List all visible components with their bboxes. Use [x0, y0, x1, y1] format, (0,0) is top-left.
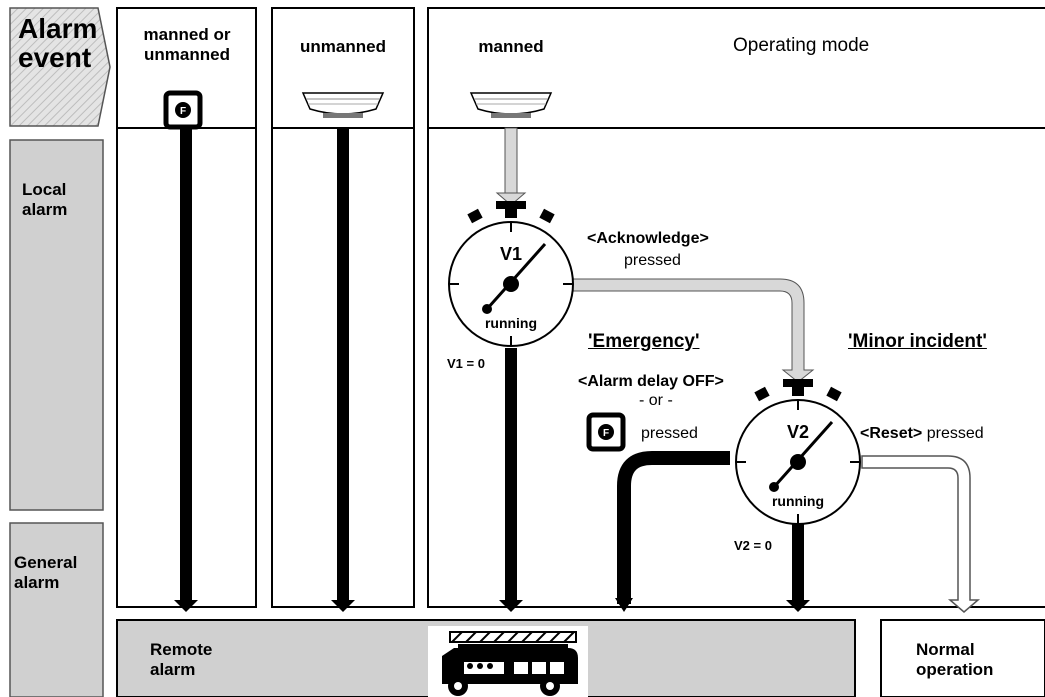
general-alarm-panel	[9, 522, 104, 697]
fire-button-icon	[589, 415, 623, 449]
col1-mode-label: manned or unmanned	[143, 25, 231, 64]
local-alarm-label: Local alarm	[22, 180, 68, 219]
arrow-v2-to-remote	[786, 520, 810, 612]
alarm-event-label: Alarm event	[18, 13, 98, 74]
general-alarm-label: General alarm	[14, 553, 78, 592]
reset-label-group: <Reset> pressed	[860, 425, 984, 443]
arrow-detector-to-v1	[495, 127, 527, 206]
minor-incident-label: 'Minor incident'	[848, 331, 987, 352]
alarm-event-header	[9, 7, 111, 127]
stopwatch-icon	[735, 379, 861, 525]
arrow-v1-to-remote	[499, 348, 523, 612]
v1-name: V1	[499, 244, 523, 264]
operating-mode-label: Operating mode	[733, 35, 870, 56]
reset-pressed-label: pressed	[926, 425, 984, 442]
v2-state: running	[771, 493, 825, 509]
v2-zero-label: V2 = 0	[734, 538, 772, 553]
col3-mode-label: manned	[478, 37, 544, 56]
v1-state: running	[484, 315, 538, 331]
fire-button-icon	[166, 93, 200, 127]
arrow-col2-to-remote	[331, 128, 355, 612]
normal-operation-box	[880, 619, 1045, 697]
acknowledge-pressed-label: pressed	[624, 252, 681, 269]
arrow-col1-to-remote	[174, 128, 198, 612]
normal-operation-label: Normal operation	[916, 640, 994, 679]
fire-truck-icon	[428, 626, 588, 697]
emergency-label: 'Emergency'	[588, 331, 700, 352]
remote-alarm-label: Remote alarm	[150, 640, 213, 679]
v2-name: V2	[786, 422, 810, 442]
local-alarm-panel	[9, 139, 104, 511]
alarm-delay-off-label: <Alarm delay OFF>	[578, 373, 724, 390]
arrow-reset	[861, 455, 981, 613]
reset-label: <Reset>	[860, 425, 923, 442]
acknowledge-label: <Acknowledge>	[587, 230, 709, 247]
arrow-acknowledge-path	[571, 278, 815, 383]
fire-pressed-label: pressed	[641, 425, 698, 442]
col2-mode-label: unmanned	[300, 37, 386, 56]
or-label: - or -	[639, 392, 673, 409]
arrow-emergency	[615, 451, 730, 612]
v1-zero-label: V1 = 0	[447, 356, 485, 371]
stopwatch-icon	[448, 201, 574, 347]
